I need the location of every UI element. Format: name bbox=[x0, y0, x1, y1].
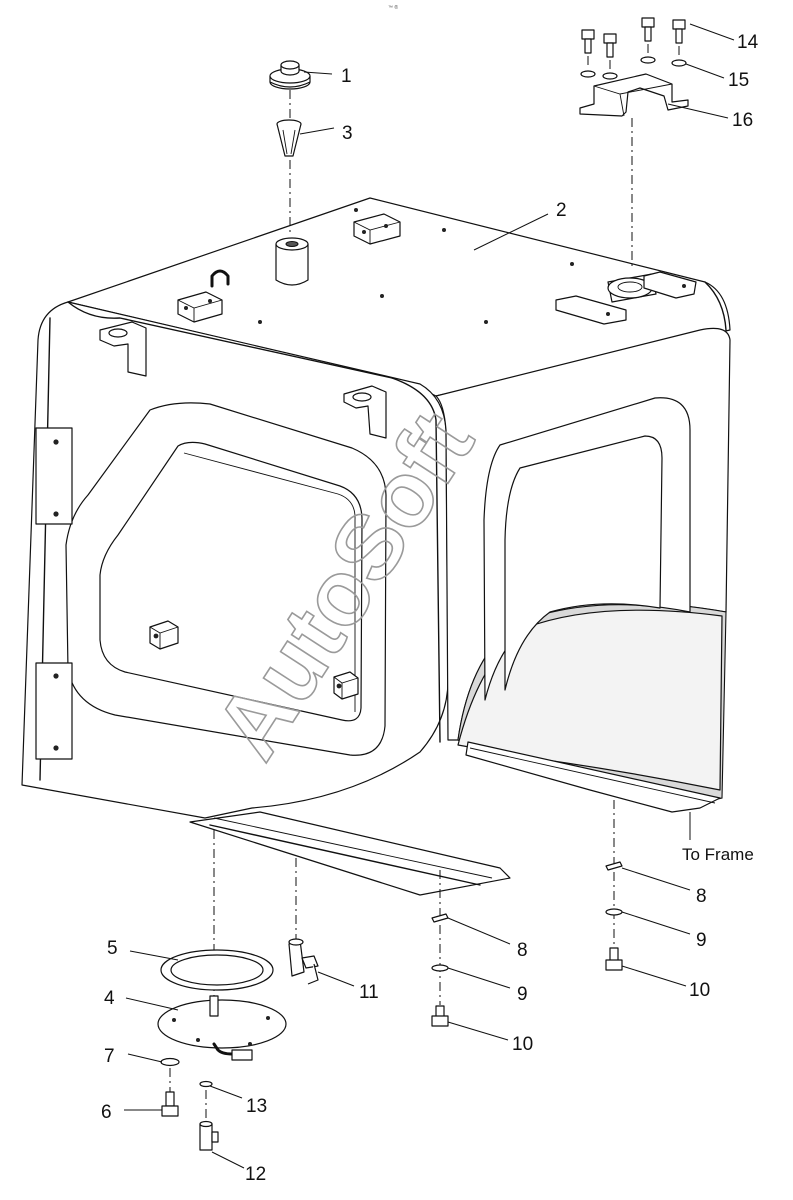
top-lifting-hook bbox=[210, 269, 230, 288]
part-11-fitting bbox=[288, 938, 319, 985]
tank-body bbox=[21, 197, 731, 896]
part-1-cap bbox=[269, 60, 311, 90]
top-block-front bbox=[177, 291, 223, 323]
part-7-washer bbox=[160, 1057, 180, 1067]
callout-11: 11 bbox=[359, 982, 379, 1003]
left-pad-lower bbox=[35, 662, 73, 760]
part-5-gasket bbox=[160, 949, 274, 991]
callout-9-center: 9 bbox=[517, 984, 528, 1005]
top-mount-rail-right bbox=[643, 271, 697, 299]
top-mount-rail-left bbox=[555, 295, 627, 325]
part-12-drain-plug bbox=[199, 1120, 219, 1151]
callout-9-right: 9 bbox=[696, 930, 707, 951]
callout-10-right: 10 bbox=[689, 980, 710, 1001]
callout-8-center: 8 bbox=[517, 940, 528, 961]
window-block-lower bbox=[333, 671, 359, 700]
part-14-bolts bbox=[581, 17, 686, 58]
part-9-washer-right bbox=[605, 908, 623, 916]
to-frame-note: To Frame bbox=[682, 845, 754, 864]
callout-7: 7 bbox=[104, 1046, 115, 1067]
top-block-rear bbox=[353, 213, 401, 245]
callout-8-right: 8 bbox=[696, 886, 707, 907]
part-6-bolt bbox=[161, 1091, 179, 1117]
callout-16: 16 bbox=[732, 110, 753, 131]
callout-15: 15 bbox=[728, 70, 749, 91]
window-block-upper bbox=[149, 620, 179, 650]
part-16-bracket bbox=[579, 73, 689, 117]
header-mark: ™ ® bbox=[388, 4, 398, 11]
callout-10-center: 10 bbox=[512, 1034, 533, 1055]
callout-1: 1 bbox=[341, 66, 352, 87]
part-9-washer-center bbox=[431, 964, 449, 972]
tank-bottom-skirt bbox=[189, 811, 511, 896]
part-4-sender-plate bbox=[157, 995, 287, 1061]
left-window-inner bbox=[99, 441, 363, 722]
callout-4: 4 bbox=[104, 988, 115, 1009]
right-window-inner bbox=[504, 435, 663, 691]
part-3-strainer bbox=[276, 119, 302, 157]
bracket-center bbox=[343, 385, 387, 439]
part-10-bolt-center bbox=[431, 1005, 449, 1027]
tank-bottom-rail-right bbox=[465, 741, 721, 813]
callout-5: 5 bbox=[107, 938, 118, 959]
left-pad-upper bbox=[35, 427, 73, 525]
callout-14: 14 bbox=[737, 32, 759, 53]
bracket-left bbox=[99, 321, 147, 377]
part-15-washers bbox=[580, 44, 687, 80]
part-8-spacer-center bbox=[431, 913, 449, 923]
callout-6: 6 bbox=[101, 1102, 112, 1123]
callout-3: 3 bbox=[342, 123, 353, 144]
part-10-bolt-right bbox=[605, 947, 623, 971]
callout-2: 2 bbox=[556, 200, 567, 221]
callout-13: 13 bbox=[246, 1096, 267, 1117]
part-13-washer bbox=[199, 1080, 213, 1088]
callout-12: 12 bbox=[245, 1164, 266, 1185]
callout-labels: 1 2 3 4 5 6 7 8 8 9 9 10 10 11 12 13 14 … bbox=[101, 32, 759, 1185]
part-8-spacer-right bbox=[605, 861, 623, 871]
filler-neck bbox=[275, 237, 309, 286]
